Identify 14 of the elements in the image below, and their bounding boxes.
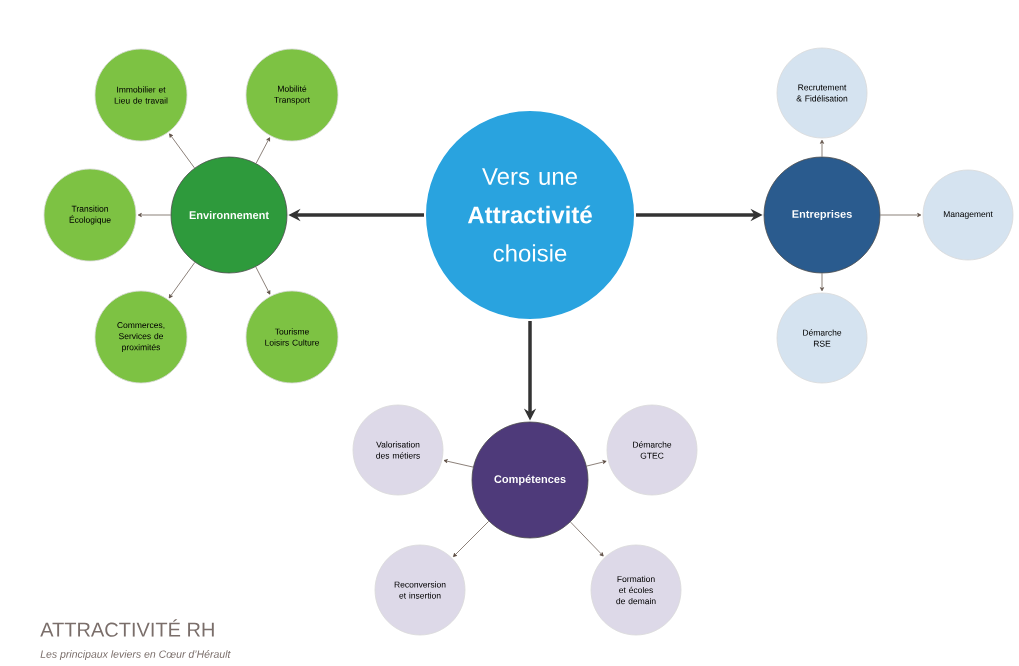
title: ATTRACTIVITÉ RH xyxy=(40,619,214,637)
arrow xyxy=(453,520,490,557)
arrow xyxy=(137,213,171,217)
caption: Les principaux leviers en Cœur d’Hérault xyxy=(40,650,231,660)
arrow xyxy=(168,262,196,299)
arrow xyxy=(820,139,824,157)
arrow xyxy=(820,273,824,292)
arrow xyxy=(586,460,607,467)
arrow xyxy=(880,213,922,217)
arrow xyxy=(443,459,474,468)
arrow xyxy=(570,521,604,557)
arrow xyxy=(255,266,271,295)
arrow xyxy=(169,133,195,169)
arrow xyxy=(255,137,270,164)
